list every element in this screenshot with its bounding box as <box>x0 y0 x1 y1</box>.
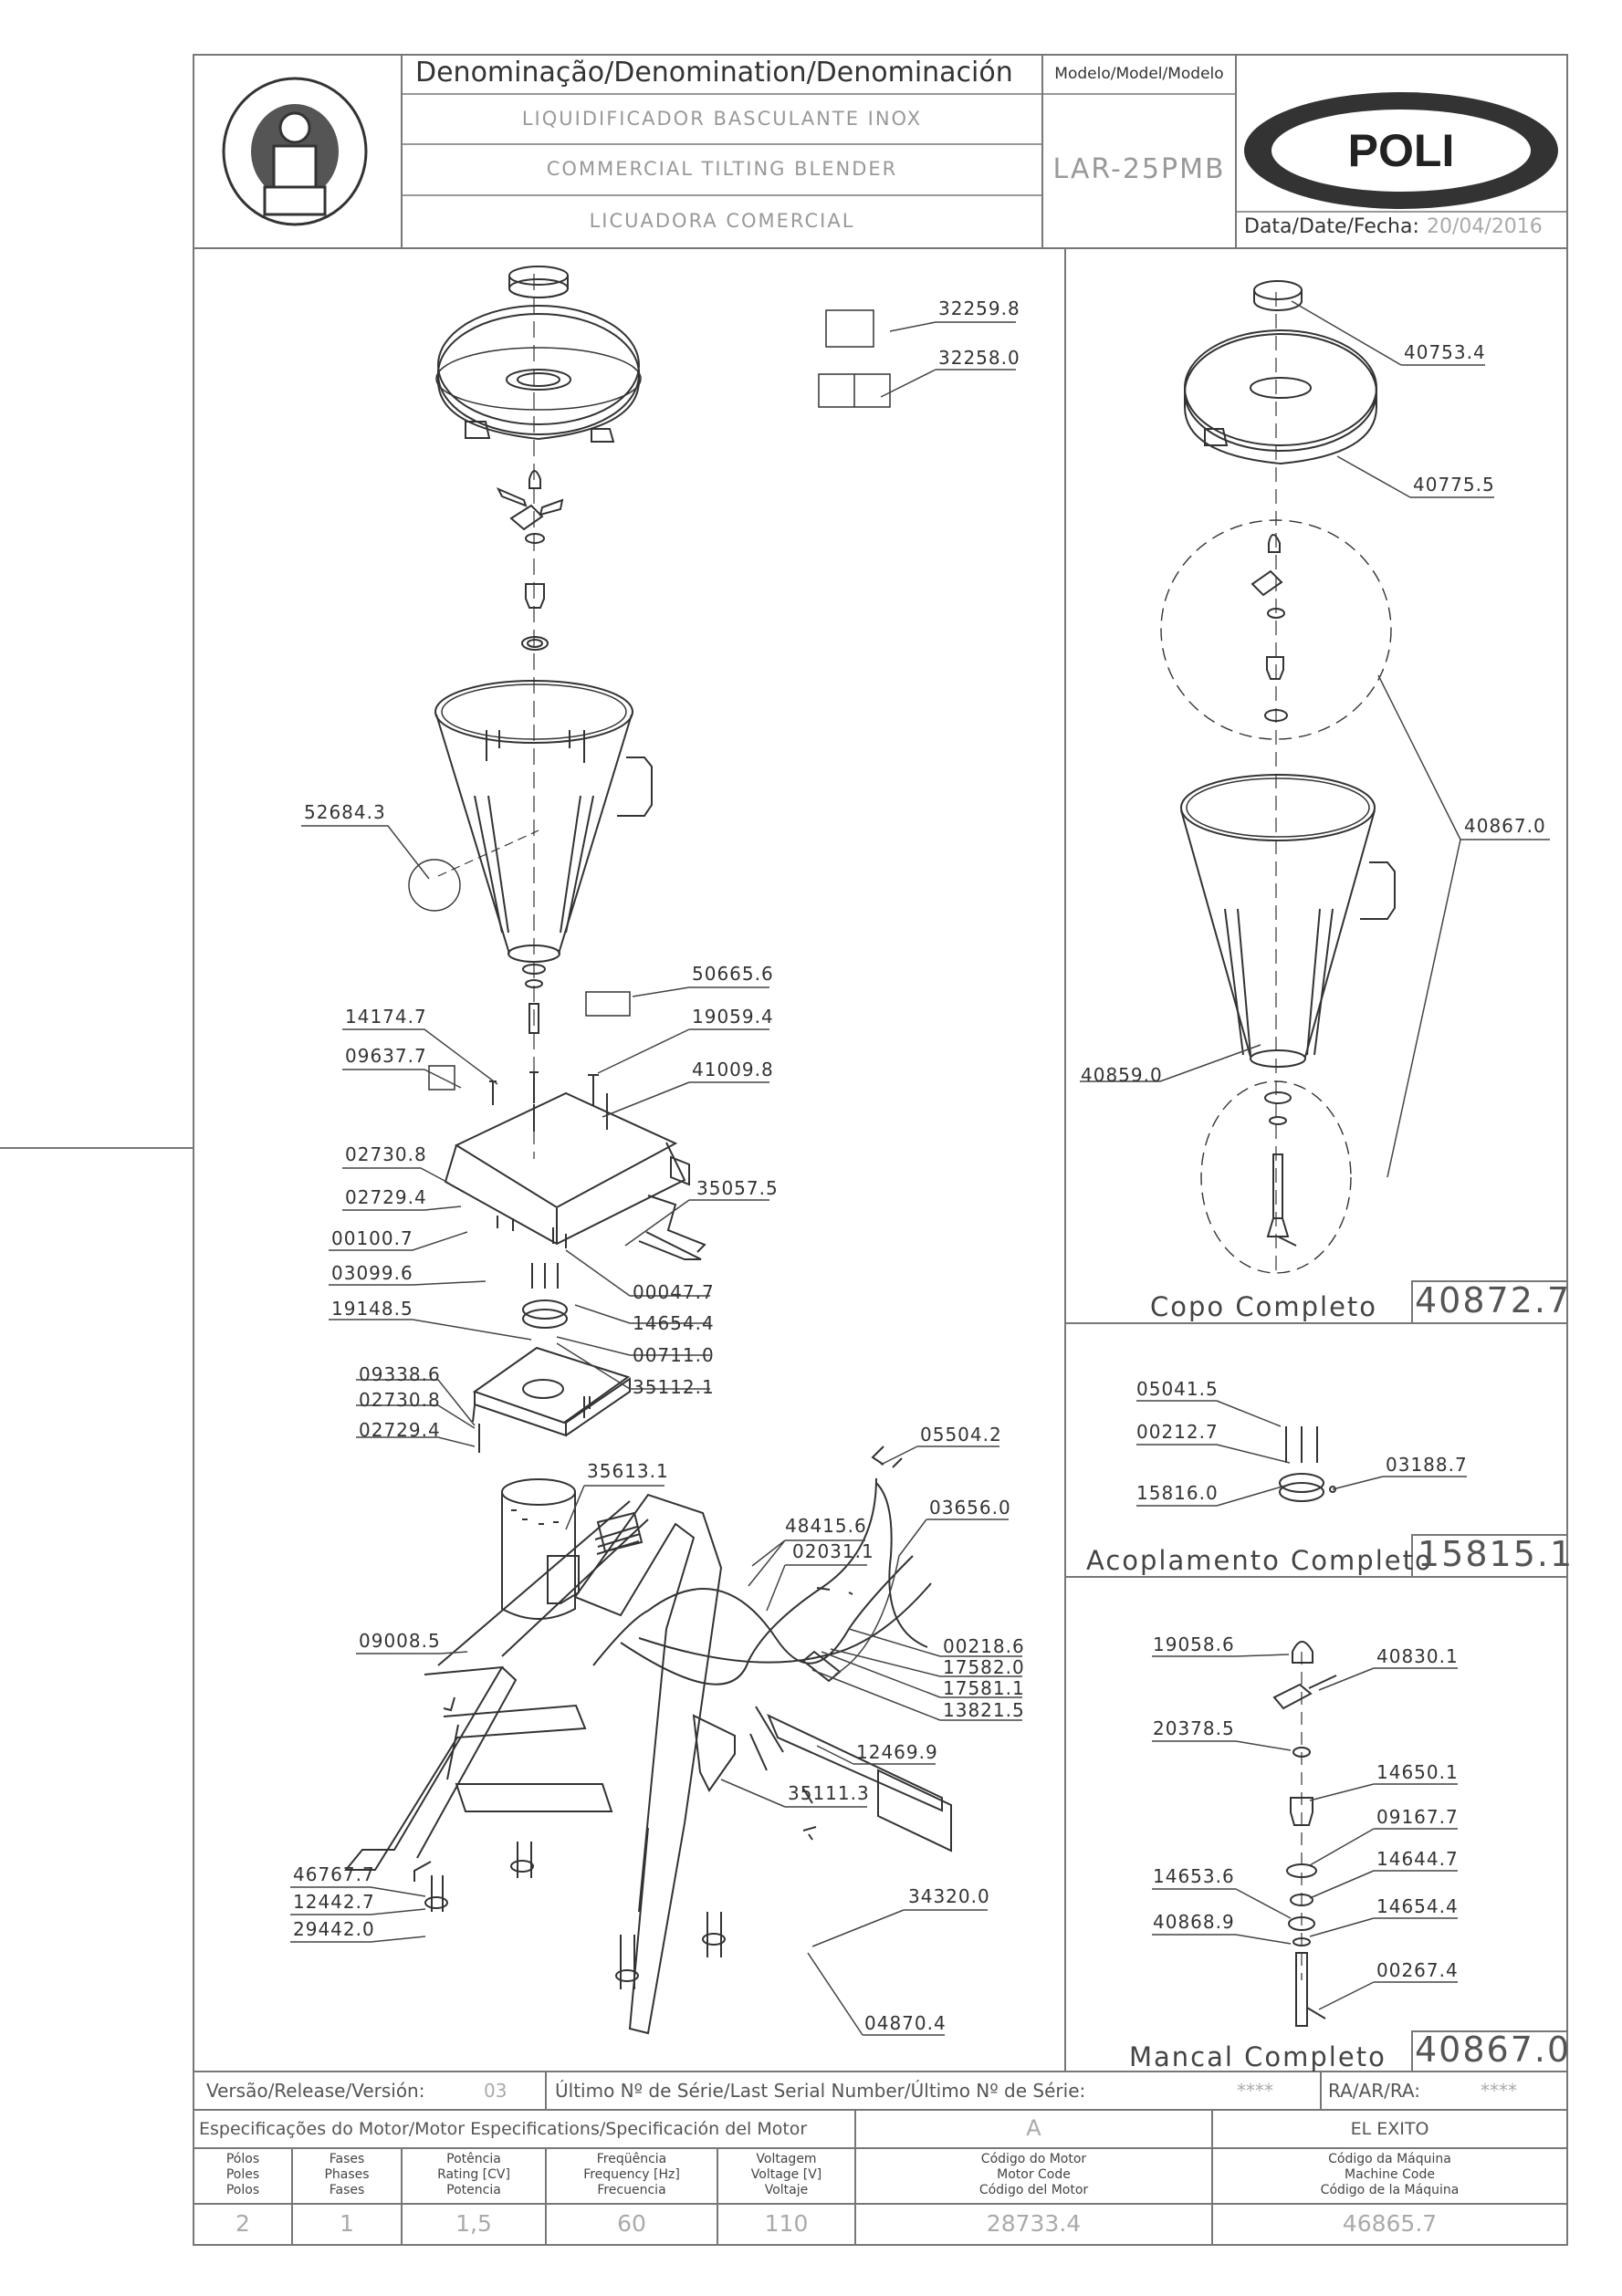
mancal-part-label: 14654.4 <box>1376 1895 1459 1917</box>
part-label: 29442.0 <box>293 1918 375 1940</box>
svg-text:POLI: POLI <box>1348 125 1455 176</box>
ra-value: **** <box>1481 2080 1517 2102</box>
serial-value: **** <box>1237 2080 1273 2102</box>
part-label: 32259.8 <box>938 297 1020 319</box>
part-label: 00100.7 <box>331 1227 413 1249</box>
part-label: 32258.0 <box>938 347 1020 369</box>
ra-label: RA/AR/RA: <box>1328 2080 1420 2102</box>
denomination-title: Denominação/Denomination/Denominación <box>415 57 1013 89</box>
part-label: 04870.4 <box>864 2012 947 2034</box>
part-label: 13821.5 <box>943 1699 1025 1721</box>
voltage-value: 110 <box>764 2210 809 2237</box>
part-label: 17581.1 <box>943 1677 1025 1699</box>
part-label: 19148.5 <box>331 1298 413 1320</box>
date-label: Data/Date/Fecha: <box>1244 215 1419 238</box>
part-label: 50665.6 <box>692 963 774 985</box>
acoplamento-part-label: 05041.5 <box>1136 1378 1219 1400</box>
part-label: 14654.4 <box>633 1312 715 1334</box>
acoplamento-part-label: 15816.0 <box>1136 1482 1219 1504</box>
copo-part-label: 40775.5 <box>1413 474 1495 496</box>
mancal-part-label: 14650.1 <box>1376 1761 1459 1783</box>
part-label: 09338.6 <box>359 1363 441 1385</box>
acoplamento-part-label: 00212.7 <box>1136 1421 1219 1443</box>
mancal-part-label: 40830.1 <box>1376 1645 1459 1667</box>
part-label: 41009.8 <box>692 1059 774 1080</box>
poli-logo: POLI <box>1244 92 1558 209</box>
part-label: 09008.5 <box>359 1630 441 1652</box>
part-label: 03099.6 <box>331 1262 413 1284</box>
copo-completo-code: 40872.7 <box>1415 1280 1572 1320</box>
version-value: 03 <box>484 2080 508 2102</box>
power-value: 1,5 <box>455 2210 492 2237</box>
product-name-en: COMMERCIAL TILTING BLENDER <box>546 158 898 180</box>
mancal-part-label: 09167.7 <box>1376 1806 1459 1828</box>
part-label: 46767.7 <box>293 1863 375 1885</box>
part-label: 35112.1 <box>633 1376 715 1398</box>
part-label: 12469.9 <box>856 1741 938 1763</box>
part-label: 02031.1 <box>792 1540 874 1562</box>
motor-code-value: 28733.4 <box>986 2210 1082 2237</box>
part-label: 19059.4 <box>692 1006 774 1028</box>
part-label: 00047.7 <box>633 1281 715 1303</box>
part-label: 02729.4 <box>359 1419 441 1441</box>
mancal-part-label: 14644.7 <box>1376 1848 1459 1870</box>
copo-part-label: 40867.0 <box>1464 815 1546 837</box>
part-label: 12442.7 <box>293 1891 375 1913</box>
mancal-part-label: 40868.9 <box>1153 1911 1235 1933</box>
assistencia-seal-logo <box>222 77 368 226</box>
part-label: 17582.0 <box>943 1656 1025 1678</box>
phases-value: 1 <box>340 2210 354 2237</box>
copo-part-label: 40753.4 <box>1404 341 1486 363</box>
part-label: 34320.0 <box>908 1885 990 1907</box>
acoplamento-completo-code: 15815.1 <box>1418 1534 1575 1574</box>
machine-code-value: 46865.7 <box>1342 2210 1438 2237</box>
part-label: 52684.3 <box>304 801 386 823</box>
mancal-part-label: 14653.6 <box>1153 1865 1235 1887</box>
part-label: 03656.0 <box>929 1497 1011 1518</box>
model-number: LAR-25PMB <box>1052 153 1226 185</box>
poles-value: 2 <box>235 2210 250 2237</box>
part-label: 35111.3 <box>788 1782 870 1804</box>
model-label: Modelo/Model/Modelo <box>1054 65 1224 83</box>
part-label: 09637.7 <box>345 1045 427 1067</box>
mancal-completo-title: Mancal Completo <box>1129 2041 1387 2072</box>
product-name-pt: LIQUIDIFICADOR BASCULANTE INOX <box>521 108 923 130</box>
part-label: 02730.8 <box>345 1143 427 1165</box>
acoplamento-part-label: 03188.7 <box>1386 1454 1468 1476</box>
mancal-part-label: 00267.4 <box>1376 1959 1459 1981</box>
acoplamento-completo-title: Acoplamento Completo <box>1086 1545 1433 1576</box>
mancal-completo-code: 40867.0 <box>1415 2030 1572 2070</box>
mancal-part-label: 20378.5 <box>1153 1717 1235 1739</box>
machine-brand: EL EXITO <box>1350 2119 1429 2139</box>
frequency-value: 60 <box>617 2210 646 2237</box>
part-label: 00218.6 <box>943 1635 1025 1657</box>
part-label: 14174.7 <box>345 1006 427 1028</box>
motor-brand: A <box>1026 2115 1041 2141</box>
mancal-part-label: 19058.6 <box>1153 1633 1235 1655</box>
copo-part-label: 40859.0 <box>1081 1064 1163 1086</box>
motor-spec-label: Especificações do Motor/Motor Especifica… <box>199 2119 808 2139</box>
serial-label: Último Nº de Série/Last Serial Number/Úl… <box>555 2080 1086 2102</box>
part-label: 35613.1 <box>587 1460 669 1482</box>
version-label: Versão/Release/Versión: <box>206 2080 425 2102</box>
part-label: 35057.5 <box>696 1177 779 1199</box>
part-label: 02729.4 <box>345 1186 427 1208</box>
copo-completo-title: Copo Completo <box>1150 1291 1378 1322</box>
part-label: 00711.0 <box>633 1344 715 1366</box>
date-value: 20/04/2016 <box>1427 215 1543 238</box>
part-label: 02730.8 <box>359 1389 441 1411</box>
product-name-es: LICUADORA COMERCIAL <box>589 210 855 232</box>
part-label: 05504.2 <box>920 1424 1002 1445</box>
part-label: 48415.6 <box>785 1515 867 1537</box>
